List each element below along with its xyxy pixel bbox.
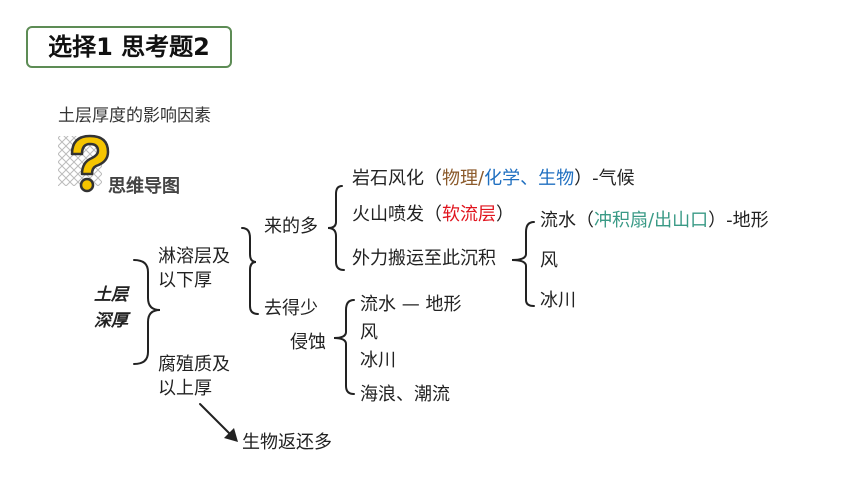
root-line2: 深厚 <box>94 311 128 331</box>
branch-b-line2: 以上厚 <box>158 378 212 399</box>
deposit-water: 流水（冲积扇/出山口）-地形 <box>540 210 769 232</box>
branch-b-line1: 腐殖质及 <box>158 354 230 375</box>
arrow-line <box>199 403 233 437</box>
page-title: 选择1 思考题2 <box>26 26 232 68</box>
source-weathering-chem-bio: 化学、生物 <box>484 168 575 189</box>
erode-glacier: 冰川 <box>360 350 396 371</box>
brace-erosion <box>333 299 355 395</box>
arrow-head <box>224 428 238 442</box>
question-mark-icon <box>58 134 110 193</box>
branch-a-line2: 以下厚 <box>158 270 212 291</box>
source-volcano: 火山喷发（软流层） <box>352 204 514 226</box>
brace-come-more <box>327 185 345 271</box>
erode-waves: 海浪、潮流 <box>360 384 450 405</box>
deposit-water-fan: 冲积扇/出山口 <box>594 210 709 231</box>
erosion: 侵蚀 <box>290 332 326 353</box>
mindmap-label: 思维导图 <box>108 176 180 197</box>
root-line1: 土层 <box>94 285 128 305</box>
erode-water: 流水 — 地形 <box>360 294 462 315</box>
branch-a-line1: 淋溶层及 <box>158 246 230 267</box>
erode-wind: 风 <box>360 322 378 343</box>
source-deposition: 外力搬运至此沉积 <box>352 248 496 269</box>
deposit-water-post: ）-地形 <box>708 210 769 231</box>
source-weathering-post: ）-气候 <box>574 168 635 189</box>
deposit-glacier: 冰川 <box>540 290 576 311</box>
source-volcano-post: ） <box>496 204 514 225</box>
source-weathering-pre: 岩石风化（ <box>352 168 442 189</box>
source-weathering: 岩石风化（物理/化学、生物）-气候 <box>352 168 635 190</box>
source-weathering-physical: 物理/ <box>442 168 485 189</box>
brace-deposit <box>511 221 535 307</box>
deposit-wind: 风 <box>540 250 558 271</box>
come-more: 来的多 <box>264 216 318 237</box>
brace-root <box>133 259 161 365</box>
bio-return: 生物返还多 <box>242 432 332 453</box>
deposit-water-pre: 流水（ <box>540 210 594 231</box>
source-volcano-asthenosphere: 软流层 <box>442 204 496 225</box>
brace-branch-a <box>241 227 259 315</box>
source-volcano-pre: 火山喷发（ <box>352 204 442 225</box>
go-less: 去得少 <box>264 298 318 319</box>
subtitle: 土层厚度的影响因素 <box>58 106 211 126</box>
